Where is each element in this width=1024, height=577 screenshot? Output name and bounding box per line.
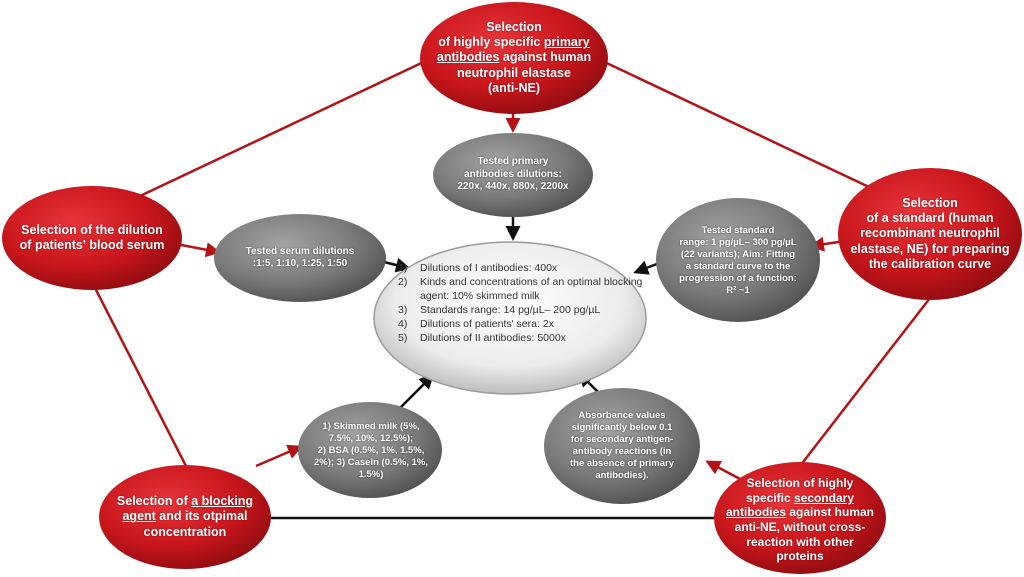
test-standard-line1: Tested standard	[701, 225, 775, 237]
test-node-standard	[656, 198, 820, 322]
test-serum-line2: :1:5, 1:10, 1:25, 1:50	[252, 258, 348, 269]
test-primary-line3: 220x, 440x, 880x, 2200x	[457, 181, 569, 193]
center-results-list: 1)Dilutions of I antibodies: 400x 2)Kind…	[398, 262, 648, 346]
selection-bottom-left-line1-pre: Selection of	[116, 494, 192, 509]
arrow-left-to-serum	[175, 242, 221, 258]
test-standard-line2: range: 1 pg/µL– 300 pg/µL	[679, 237, 797, 249]
connector-top-left	[139, 56, 433, 198]
test-nodes	[214, 133, 820, 504]
test-primary-label: Tested primary antibodies dilutions: 220…	[436, 140, 590, 210]
selection-bottom-right-line4: anti-NE, without cross-	[734, 520, 866, 534]
selection-bottom-right-line2-pre: specific	[745, 490, 794, 505]
selection-top-line1: Selection	[486, 19, 542, 34]
center-result-item: 2)Kinds and concentrations of an optimal…	[398, 275, 643, 302]
test-primary-line2: antibodies dilutions:	[464, 168, 562, 180]
selection-bottom-right-line2-underlined: secondary	[794, 490, 855, 505]
test-blocking-line2: 7.5%, 10%, 12.5%);	[328, 433, 414, 445]
selection-bottom-right-line5: reaction with other	[746, 534, 854, 549]
test-blocking-label: 1) Skimmed milk (5%, 7.5%, 10%, 12.5%); …	[304, 410, 438, 492]
selection-bottom-right-line3-underlined: antibodies	[725, 505, 786, 520]
selection-top-line3-post: against human	[499, 50, 592, 65]
test-absorbance-line6: antibodies).	[595, 469, 649, 481]
test-node-primary	[433, 133, 593, 217]
center-result-item: 1)Dilutions of I antibodies: 400x	[398, 262, 558, 274]
selection-bottom-right-label: Selection of highly specific secondary a…	[712, 465, 888, 575]
center-result-item: 4)Dilutions of patients' sera: 2x	[398, 317, 554, 330]
test-serum-line1: Tested serum dilutions	[245, 245, 355, 257]
connector-top-right	[595, 56, 889, 198]
test-blocking-line3: 2) BSA (0.5%, 1%, 1.5%,	[317, 445, 425, 457]
selection-top-label: Selection of highly specific primary ant…	[420, 6, 608, 110]
arrow-bottomright-to-absorbance	[705, 460, 743, 482]
selection-node-top	[420, 2, 608, 114]
test-blocking-line5: 1.5%)	[358, 468, 384, 480]
test-node-blocking	[298, 402, 442, 498]
selection-bottom-left-label: Selection of a blocking agent and its ot…	[102, 480, 268, 554]
test-absorbance-line2: significantly below 0.1	[571, 422, 673, 434]
test-standard-line5: progression of a function:	[679, 272, 797, 284]
test-node-absorbance	[544, 388, 700, 504]
test-absorbance-line5: the absence of primary	[569, 457, 674, 469]
arrow-blocking-to-center	[399, 373, 435, 409]
selection-bottom-right-line1: Selection of highly	[746, 476, 854, 491]
selection-right-line1: Selection	[902, 195, 958, 210]
selection-bottom-right-line3-post: against human	[786, 505, 875, 520]
test-node-serum	[214, 214, 386, 302]
selection-left-line2: of patients' blood serum	[19, 238, 165, 252]
test-absorbance-line1: Absorbance values	[578, 410, 666, 422]
selection-bottom-left-line3: concentration	[143, 524, 227, 539]
selection-bottom-left-line2-post: and its otpimal	[155, 509, 248, 524]
center-result-item: 3)Standards range: 14 pg/µL– 200 pg/µL	[398, 303, 601, 316]
arrow-serum-to-center	[383, 257, 411, 273]
selection-right-line3: recombinant neutrophil	[860, 226, 1000, 241]
selection-node-bottom-right	[714, 462, 886, 574]
selection-node-right	[838, 168, 1022, 300]
selection-top-line4: neutrophil elastase	[457, 65, 571, 80]
test-serum-label: Tested serum dilutions :1:5, 1:10, 1:25,…	[222, 236, 378, 280]
selection-top-line2-underlined: primary	[543, 35, 590, 50]
selection-top-line5: (anti-NE)	[487, 80, 541, 95]
test-standard-label: Tested standard range: 1 pg/µL– 300 pg/µ…	[660, 208, 816, 314]
test-blocking-line4: 2%); 3) Casein (0.5%, 1%,	[313, 456, 429, 468]
test-standard-line4: a standard curve to the	[685, 261, 791, 272]
test-absorbance-line4: antibody reactions (in	[572, 446, 672, 457]
test-standard-line6: R² ~1	[726, 284, 750, 296]
test-blocking-line1: 1) Skimmed milk (5%,	[322, 421, 420, 433]
selection-right-line2: of a standard (human	[866, 211, 994, 226]
selection-left-label: Selection of the dilution of patients' b…	[4, 210, 180, 266]
center-results-ellipse	[373, 241, 647, 395]
selection-node-left	[2, 186, 182, 290]
connector-right-bottomright	[799, 297, 931, 467]
selection-right-line5: the calibration curve	[868, 256, 992, 271]
pentagon-connectors	[90, 56, 931, 520]
connector-left-bottomleft	[90, 281, 190, 471]
center-result-item: 5)Dilutions of II antibodies: 5000x	[398, 331, 566, 344]
arrow-bottomleft-to-blocking	[255, 444, 303, 468]
selection-bottom-left-line1-underlined: a blocking	[191, 494, 254, 509]
selection-bottom-left-line2-underlined: agent	[122, 509, 156, 524]
test-standard-line3: (22 variants); Aim: Fitting	[680, 249, 796, 261]
selection-top-line3-underlined: antibodies	[436, 50, 500, 65]
selection-node-bottom-left	[99, 465, 271, 569]
selection-bottom-right-line6: proteins	[776, 549, 824, 564]
test-absorbance-label: Absorbance values significantly below 0.…	[548, 394, 696, 498]
test-absorbance-line3: for secondary antigen-	[570, 434, 674, 446]
selection-top-line2-pre: of highly specific	[438, 35, 544, 50]
selection-right-label: Selection of a standard (human recombina…	[840, 180, 1020, 288]
selection-left-line1: Selection of the dilution	[21, 222, 163, 237]
selection-right-line4: elastase, NE) for preparing	[850, 241, 1010, 256]
test-primary-line1: Tested primary	[477, 156, 549, 168]
